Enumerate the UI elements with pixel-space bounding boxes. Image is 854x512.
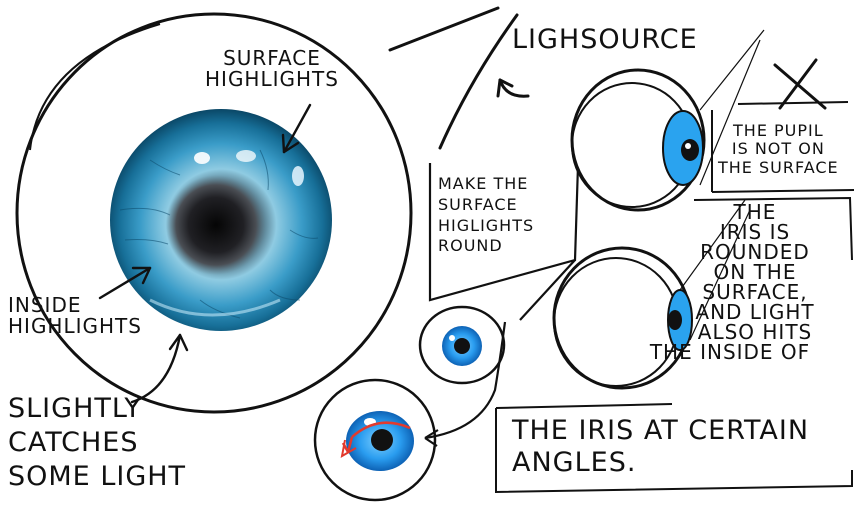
light-source-strokes (388, 6, 530, 150)
label-line: MAKE THE (438, 174, 529, 193)
label-line: THE INSIDE OF (649, 340, 811, 364)
side-eye-bottom (552, 199, 751, 390)
label-line: ALSO HITS (697, 320, 813, 344)
label-line: ROUNDED (700, 240, 810, 264)
iris-note-box (495, 196, 853, 494)
label-line: SURFACE (223, 46, 321, 70)
round-note-box (428, 163, 580, 321)
label-line: HIGHLIGHTS (205, 67, 339, 91)
label-line: THE SURFACE (718, 157, 839, 177)
iris-note: THE IRIS IS ROUNDED ON THE SURFACE, AND … (650, 200, 850, 362)
slightly-catches-label: SLIGHTLY CATCHES SOME LIGHT (8, 392, 186, 493)
label-line: THE IRIS AT CERTAIN (512, 415, 810, 446)
label-line: SLIGHTLY (8, 393, 142, 424)
large-iris (110, 109, 332, 331)
label-line: IS NOT ON (731, 139, 825, 159)
pupil-note-box (711, 101, 854, 193)
label-line: INSIDE (8, 293, 82, 317)
label-line: ROUND (438, 236, 503, 256)
label-line: SOME LIGHT (8, 460, 187, 492)
make-round-note: MAKE THE SURFACE HIGLIGHTS ROUND (438, 174, 534, 257)
label-line: ON THE (713, 260, 797, 284)
iris-note-bottom: THE IRIS AT CERTAIN ANGLES. (512, 415, 809, 480)
surface-highlights-label: SURFACE HIGHLIGHTS (205, 48, 339, 90)
label-line: ANGLES. (512, 447, 637, 479)
label-line: SURFACE, (702, 280, 808, 304)
x-mark-icon (773, 58, 827, 110)
label-line: THE (733, 200, 777, 224)
small-eye-inside-highlight (313, 321, 507, 502)
label-line: HIGLIGHTS (438, 215, 535, 235)
side-eye-top (570, 29, 765, 212)
label-line: AND LIGHT (695, 300, 815, 324)
label-line: THE PUPIL (733, 121, 824, 140)
inside-highlights-label: INSIDE HIGHLIGHTS (8, 295, 142, 337)
label-line: SURFACE (438, 194, 518, 214)
small-eye-round-highlight (418, 305, 506, 385)
label-line: CATCHES (8, 426, 139, 458)
arrow-icon (98, 103, 312, 404)
pupil-note: THE PUPIL IS NOT ON THE SURFACE (718, 121, 839, 177)
label-line: IRIS IS (719, 220, 791, 244)
lightsource-label: LIGHSOURCE (512, 24, 698, 55)
label-line: HIGHLIGHTS (8, 314, 142, 338)
large-eyeball (15, 12, 413, 414)
